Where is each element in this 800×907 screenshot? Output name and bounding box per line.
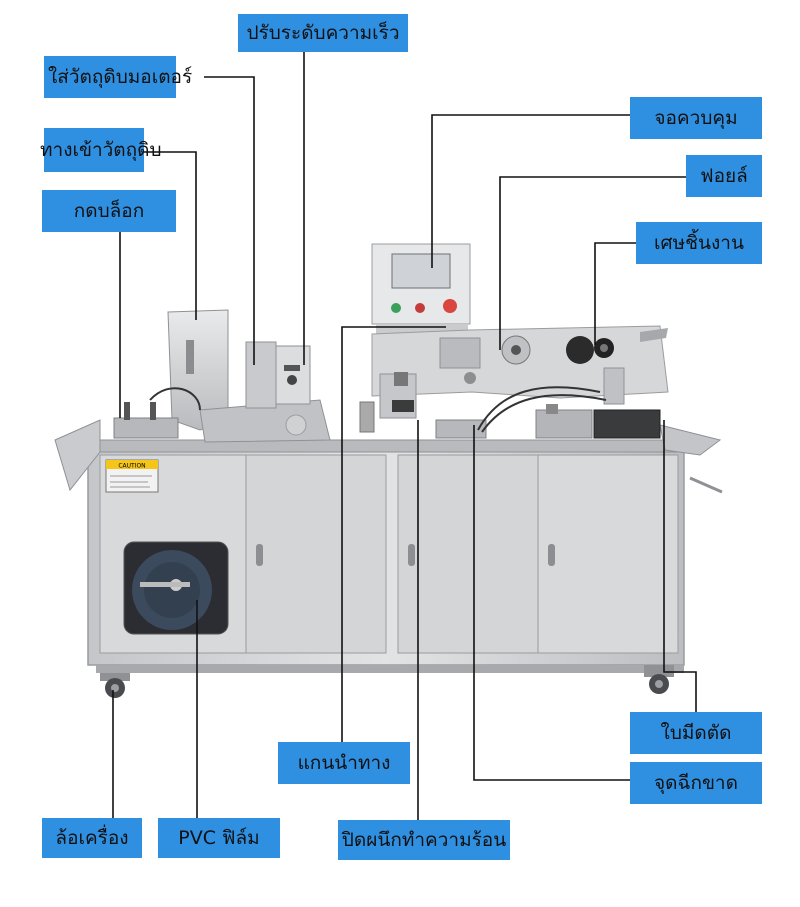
- stop-button: [443, 299, 457, 313]
- leader-feed-inlet: [143, 151, 197, 320]
- label-heat-seal: ปิดผนึกทำความร้อน: [338, 820, 510, 860]
- start-button: [391, 303, 401, 313]
- tear-station: [535, 409, 593, 439]
- label-feed-motor-text: ใส่วัตถุดิบมอเตอร์: [48, 65, 193, 88]
- label-tear-point: จุดฉีกขาด: [630, 762, 762, 804]
- feed-tray: [54, 419, 101, 492]
- leader-foil: [499, 176, 686, 350]
- label-heat-seal-text: ปิดผนึกทำความร้อน: [341, 828, 507, 851]
- label-feed-motor: ใส่วัตถุดิบมอเตอร์: [44, 56, 192, 98]
- door-4: [537, 454, 679, 654]
- leader-control: [431, 114, 630, 268]
- label-press-block-text: กดบล็อก: [73, 199, 145, 222]
- base-frame: [96, 665, 684, 673]
- caution-text: CAUTION: [118, 463, 145, 470]
- leader-guide: [341, 326, 446, 748]
- label-guide-shaft-text: แกนนำทาง: [297, 751, 391, 774]
- label-press-block: กดบล็อก: [42, 190, 176, 232]
- label-feed-inlet-text: ทางเข้าวัตถุดิบ: [40, 138, 162, 161]
- label-pvc-film-text: PVC ฟิล์ม: [178, 826, 260, 849]
- press-block-station: [113, 417, 179, 439]
- label-scrap: เศษชิ้นงาน: [636, 222, 762, 264]
- label-control-panel-text: จอควบคุม: [654, 106, 738, 129]
- label-caster-wheel-text: ล้อเครื่อง: [55, 826, 129, 849]
- label-cutter-blade-text: ใบมีดตัด: [660, 721, 732, 744]
- worktop: [68, 439, 702, 453]
- label-scrap-text: เศษชิ้นงาน: [654, 231, 744, 254]
- label-pvc-film: PVC ฟิล์ม: [158, 818, 280, 858]
- label-caster-wheel: ล้อเครื่อง: [42, 818, 142, 858]
- label-speed-adjust: ปรับระดับความเร็ว: [238, 14, 408, 52]
- door-2: [245, 454, 387, 654]
- leader-feed-motor: [204, 76, 255, 365]
- label-guide-shaft: แกนนำทาง: [278, 742, 410, 784]
- door-3: [397, 454, 539, 654]
- feed-motor: [245, 341, 277, 409]
- label-foil-text: ฟอยล์: [700, 164, 748, 187]
- cutter-station: [593, 409, 661, 439]
- leader-scrap: [594, 242, 636, 345]
- leader-cutter: [663, 420, 697, 712]
- discharge-tray: [659, 424, 722, 456]
- label-cutter-blade: ใบมีดตัด: [630, 712, 762, 754]
- label-feed-inlet: ทางเข้าวัตถุดิบ: [40, 128, 162, 172]
- label-speed-adjust-text: ปรับระดับความเร็ว: [246, 21, 400, 44]
- label-foil: ฟอยล์: [686, 155, 762, 197]
- leader-lines: [112, 52, 697, 826]
- label-tear-point-text: จุดฉีกขาด: [654, 771, 738, 794]
- leader-tear: [473, 425, 630, 781]
- control-screen: [391, 253, 451, 289]
- label-control-panel: จอควบคุม: [630, 97, 762, 139]
